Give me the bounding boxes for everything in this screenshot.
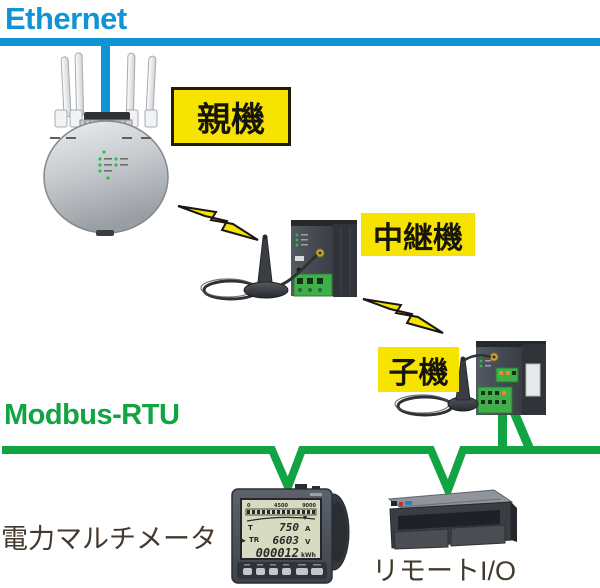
child-terminal-block-lower [477, 386, 513, 414]
remote-io-top-face [387, 489, 514, 513]
remote-io-device [387, 489, 517, 550]
parent-unit-tag: 親機 [171, 87, 291, 146]
svg-text:0: 0 [247, 503, 251, 509]
remote-io-drawer [450, 524, 506, 547]
modbus-bus-line [2, 446, 600, 501]
remote-io-side-edge [511, 502, 517, 542]
svg-text:kWh: kWh [301, 552, 316, 559]
repeater-device [200, 220, 357, 301]
ap-led-panel [98, 150, 128, 180]
power-meter-device: 0 4500 9000 T 750 A ▶ TR 6603 V 000012 k… [231, 484, 350, 584]
repeater-led-indicators [295, 233, 308, 247]
svg-text:9000: 9000 [302, 503, 316, 509]
remote-io-drawer [393, 528, 449, 550]
ethernet-bus-line [0, 38, 600, 46]
child-unit-tag: 子機 [378, 347, 459, 392]
ap-bottom-connector [96, 230, 114, 236]
child-external-antenna [394, 354, 492, 417]
svg-text:4500: 4500 [274, 503, 288, 509]
ethernet-drop-line [101, 44, 110, 122]
svg-text:V: V [305, 538, 311, 546]
repeater-top-ridge [291, 220, 357, 228]
child-top-ridge [476, 341, 546, 349]
svg-text:750: 750 [279, 521, 299, 534]
repeater-port [295, 256, 304, 261]
remote-io-status-leds [391, 501, 412, 506]
wireless-signal-icon [362, 298, 444, 334]
repeater-unit-tag-text: 中継機 [373, 221, 463, 255]
modbus-label: Modbus-RTU [4, 399, 180, 431]
child-terminal-block-upper [495, 367, 519, 383]
svg-text:▶: ▶ [242, 538, 246, 544]
svg-text:T: T [248, 524, 253, 532]
repeater-external-antenna [200, 234, 319, 301]
antenna-cable-coil [396, 395, 454, 417]
child-drop-line-vertical [498, 412, 507, 454]
meter-logo [310, 493, 322, 496]
svg-text:000012: 000012 [256, 546, 299, 560]
meter-lcd-readout: T 750 A ▶ TR 6603 V 000012 kWh [242, 521, 316, 560]
power-meter-caption: 電力マルチメータ [1, 524, 217, 554]
meter-lcd-scale: 0 4500 9000 [245, 503, 317, 522]
child-drop-line-diagonal [509, 410, 536, 454]
remote-io-slot [398, 510, 500, 530]
repeater-unit-tag: 中継機 [361, 213, 475, 256]
child-label-sticker [525, 363, 541, 397]
svg-text:A: A [305, 525, 311, 533]
svg-text:TR: TR [249, 536, 260, 544]
parent-device [43, 52, 169, 236]
wireless-signal-icon [177, 205, 259, 241]
svg-text:6603: 6603 [273, 534, 300, 547]
antenna-base [243, 281, 289, 299]
meter-button-row [237, 562, 327, 579]
parent-unit-tag-text: 親機 [197, 101, 265, 139]
repeater-terminal-block [293, 273, 333, 297]
repeater-side-panel [333, 224, 357, 297]
ap-port-labels [50, 137, 151, 139]
child-device [394, 341, 546, 417]
remote-io-caption: リモートI/O [372, 556, 517, 586]
child-unit-tag-text: 子機 [388, 356, 449, 390]
ethernet-label: Ethernet [5, 1, 127, 36]
antenna-whip [257, 237, 273, 283]
